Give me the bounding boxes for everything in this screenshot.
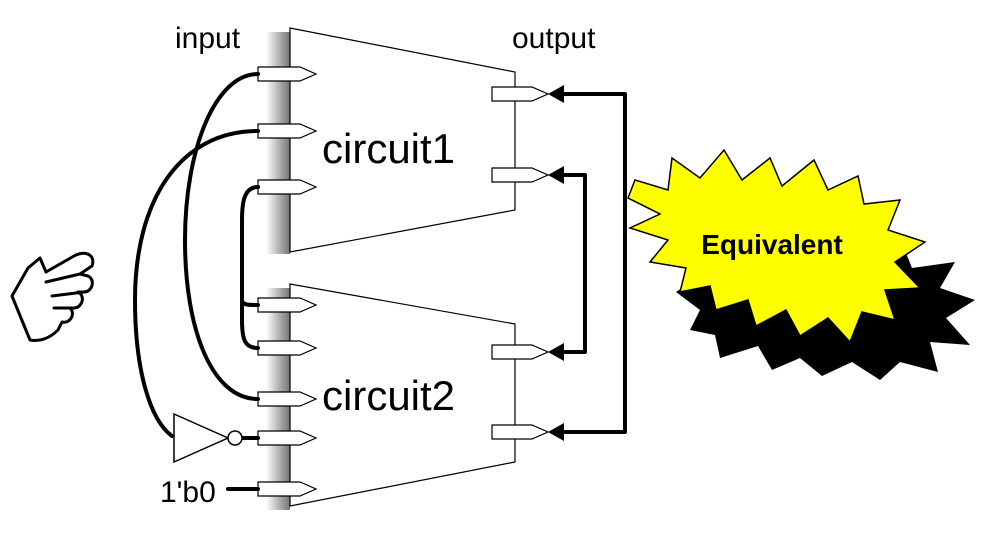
circuit1-body <box>289 27 516 253</box>
output-label: output <box>512 22 596 55</box>
circuit1-output-port-1 <box>491 86 550 102</box>
circuit2-input-port-5 <box>257 481 318 497</box>
arrowhead-2 <box>548 166 564 184</box>
wire-input1 <box>183 72 260 401</box>
circuit2-input-port-2 <box>257 340 318 356</box>
input-wires <box>133 72 260 491</box>
circuit1-label: circuit1 <box>322 125 455 172</box>
wire-input3 <box>240 185 260 350</box>
output-wires <box>548 85 627 441</box>
constant-label: 1'b0 <box>160 476 216 509</box>
inverter-gate-icon <box>173 412 243 464</box>
equivalent-text: Equivalent <box>701 229 843 260</box>
circuit1-shadow <box>266 32 290 254</box>
circuit1-input-port-3 <box>257 179 318 195</box>
pointing-hand-icon <box>10 251 95 342</box>
circuit2-label: circuit2 <box>322 372 455 419</box>
circuit2-block: circuit2 <box>257 283 550 510</box>
circuit2-input-port-3 <box>257 391 318 407</box>
wire-input3-branch <box>240 298 260 307</box>
circuit2-input-port-1 <box>257 297 318 313</box>
wire-output-pair-inner <box>560 173 587 354</box>
circuit1-input-port-2 <box>257 123 318 139</box>
arrowhead-3 <box>548 343 564 361</box>
circuit2-input-port-4 <box>257 430 318 446</box>
equivalent-burst: Equivalent <box>627 148 975 380</box>
circuit2-output-port-1 <box>491 344 550 360</box>
circuit2-output-port-2 <box>491 424 550 440</box>
circuit1-input-port-1 <box>257 66 318 82</box>
circuit1-block: circuit1 <box>257 27 550 254</box>
arrowhead-4 <box>548 423 564 441</box>
equivalent-burst-fill <box>627 148 927 344</box>
arrowhead-1 <box>548 85 564 103</box>
wire-input2 <box>133 129 260 438</box>
circuit1-output-port-2 <box>491 167 550 183</box>
wire-output-pair-outer <box>560 92 627 434</box>
input-label: input <box>175 22 241 55</box>
